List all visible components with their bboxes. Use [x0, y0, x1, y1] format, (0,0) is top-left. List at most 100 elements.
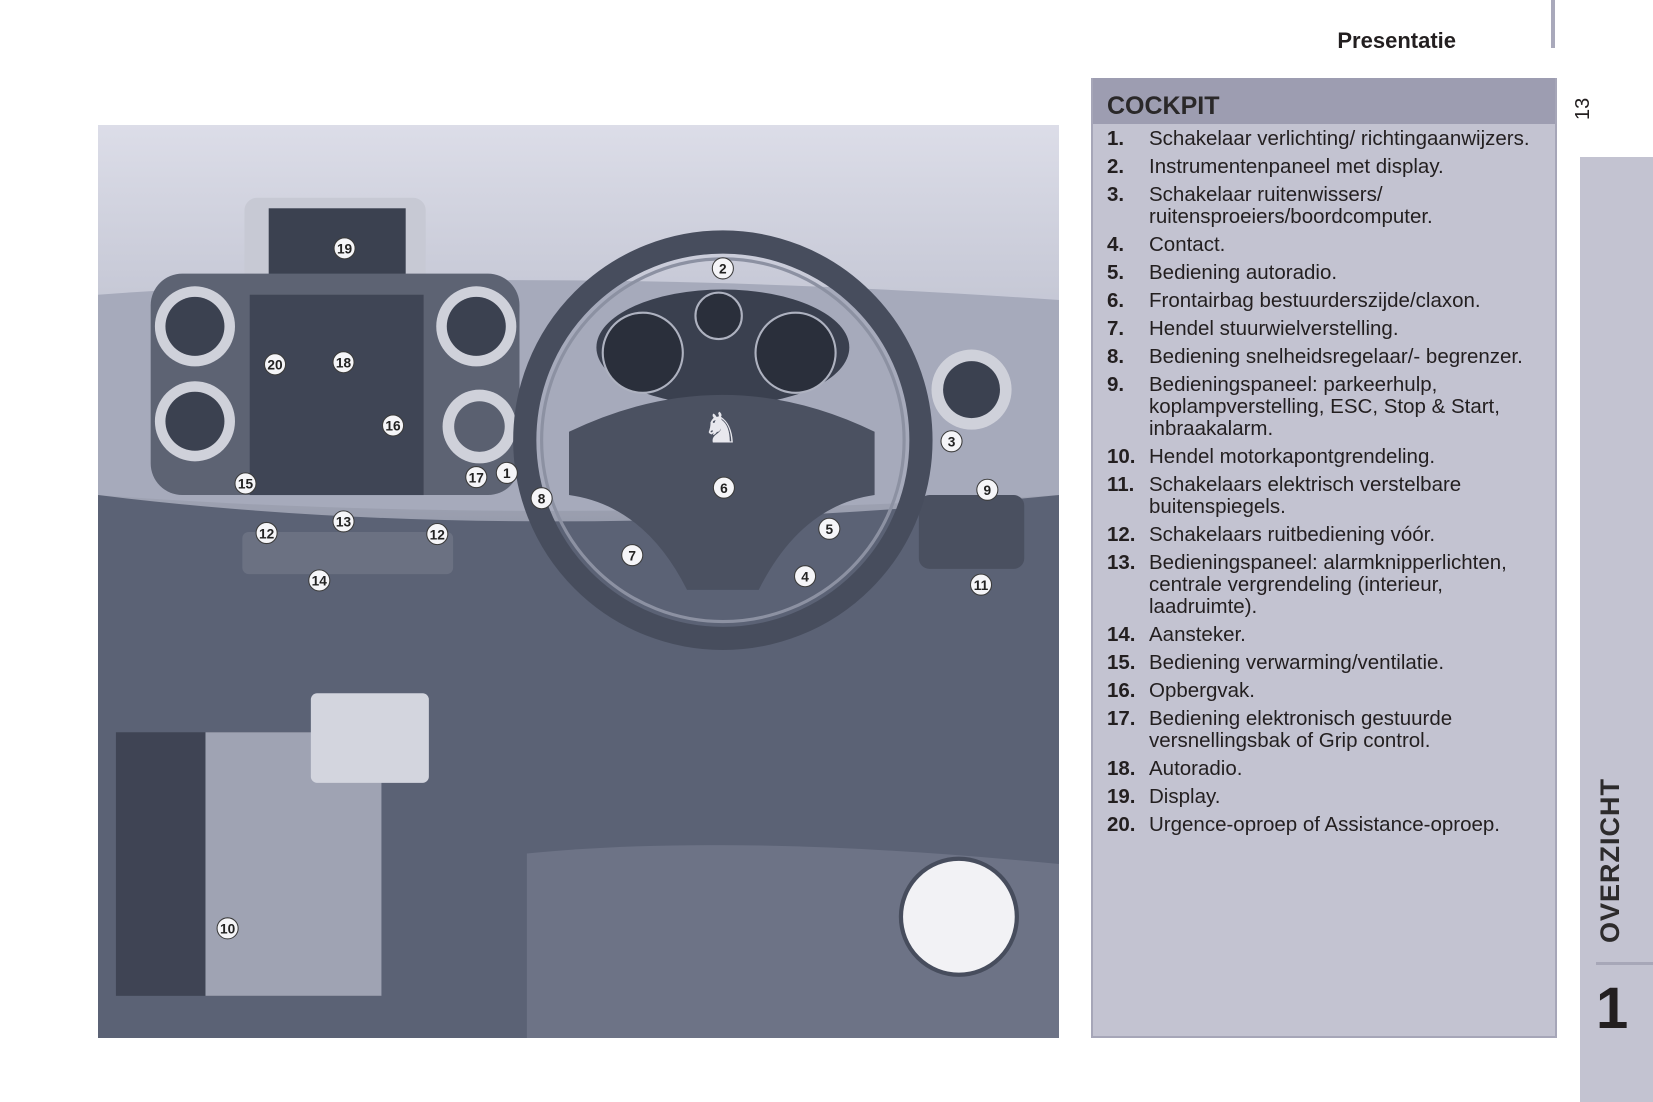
legend-item: 10. Hendel motorkapontgrendeling.	[1107, 446, 1545, 468]
svg-text:18: 18	[336, 355, 352, 370]
page-number-text: 13	[1572, 97, 1594, 120]
svg-text:20: 20	[267, 358, 283, 373]
callout-6: 6	[712, 476, 735, 499]
legend-item: 8. Bediening snelheidsregelaar/- begrenze…	[1107, 346, 1545, 368]
legend-number: 11.	[1107, 473, 1135, 496]
callout-12-left: 12	[255, 521, 278, 545]
legend-number: 14.	[1107, 623, 1136, 646]
legend-text: Aansteker.	[1149, 623, 1246, 646]
cockpit-illustration: ♞ 19 2 20 18 16 3 1 17 15 6 9 8 13 5 12 …	[98, 125, 1059, 1038]
callout-14: 14	[308, 569, 331, 592]
legend-text: Bediening snelheidsregelaar/- begrenzer.	[1149, 345, 1523, 368]
callout-11: 11	[969, 573, 993, 596]
callout-17: 17	[465, 466, 488, 489]
legend-text: Hendel stuurwielverstelling.	[1149, 317, 1399, 340]
legend-item: 4. Contact.	[1107, 234, 1545, 256]
legend-item: 3. Schakelaar ruitenwissers/ ruitensproei…	[1107, 184, 1545, 228]
callout-18: 18	[332, 351, 355, 374]
callout-16: 16	[381, 414, 405, 437]
legend-list: 1.Schakelaar verlichting/ richtingaanwij…	[1093, 128, 1555, 836]
legend-number: 20.	[1107, 813, 1136, 836]
legend-text: Autoradio.	[1149, 757, 1243, 780]
legend-text: Urgence-oproep of Assistance-oproep.	[1149, 813, 1500, 836]
svg-text:6: 6	[720, 481, 728, 496]
legend-number: 10.	[1107, 445, 1136, 468]
legend-text: Schakelaars elektrisch verstelbare buite…	[1149, 473, 1462, 518]
legend-number: 3.	[1107, 183, 1125, 206]
callout-13: 13	[332, 510, 355, 533]
legend-number: 18.	[1107, 757, 1136, 780]
legend-number: 9.	[1107, 373, 1125, 396]
svg-text:16: 16	[385, 419, 401, 434]
svg-text:1: 1	[503, 466, 511, 481]
legend-text: Bedieningspaneel: alarmknipperlichten, c…	[1149, 551, 1507, 618]
legend-item: 6. Frontairbag bestuurderszijde/claxon.	[1107, 290, 1545, 312]
callout-2: 2	[711, 257, 734, 280]
legend-number: 5.	[1107, 261, 1125, 284]
svg-text:14: 14	[312, 574, 328, 589]
legend-number: 16.	[1107, 679, 1136, 702]
svg-text:12: 12	[259, 526, 275, 541]
cockpit-legend-panel: COCKPIT 1.Schakelaar verlichting/ richti…	[1091, 78, 1557, 1038]
svg-text:15: 15	[238, 477, 254, 492]
callout-1: 1	[495, 461, 518, 484]
legend-number: 7.	[1107, 317, 1125, 340]
legend-number: 15.	[1107, 651, 1136, 674]
svg-text:19: 19	[337, 242, 353, 257]
legend-text: Opbergvak.	[1149, 679, 1255, 702]
legend-text: Contact.	[1149, 233, 1226, 256]
callout-markers: 19 2 20 18 16 3 1 17 15 6 9 8 13 5 12 12…	[216, 237, 999, 940]
legend-number: 4.	[1107, 233, 1125, 256]
legend-text: Schakelaar verlichting/ richtingaanwijze…	[1149, 127, 1530, 150]
legend-number: 6.	[1107, 289, 1125, 312]
legend-item: 9.Bedieningspaneel: parkeerhulp, koplamp…	[1107, 374, 1545, 440]
legend-item: 14. Aansteker.	[1107, 624, 1545, 646]
svg-text:13: 13	[336, 515, 352, 530]
legend-text: Bediening elektronisch gestuurde versnel…	[1149, 707, 1453, 752]
legend-item: 11. Schakelaars elektrisch verstelbare bu…	[1107, 474, 1545, 518]
svg-text:8: 8	[538, 491, 546, 506]
svg-text:3: 3	[948, 435, 956, 450]
legend-item: 20. Urgence-oproep of Assistance-oproep.	[1107, 814, 1545, 836]
chapter-number: 1	[1596, 976, 1629, 1041]
legend-item: 7. Hendel stuurwielverstelling.	[1107, 318, 1545, 340]
legend-item: 19.Display.	[1107, 786, 1545, 808]
callout-12-right: 12	[426, 522, 449, 546]
section-title: Presentatie	[1337, 28, 1456, 53]
legend-item: 5.Bediening autoradio.	[1107, 262, 1545, 284]
svg-text:♞: ♞	[702, 403, 740, 452]
svg-text:12: 12	[430, 527, 446, 542]
panel-title: COCKPIT	[1093, 78, 1555, 124]
legend-text: Schakelaars ruitbediening vóór.	[1149, 523, 1436, 546]
callout-20: 20	[263, 353, 287, 376]
svg-text:2: 2	[719, 262, 727, 277]
legend-item: 1.Schakelaar verlichting/ richtingaanwij…	[1107, 128, 1545, 150]
callout-10: 10	[216, 917, 239, 940]
legend-item: 15. Bediening verwarming/ventilatie.	[1107, 652, 1545, 674]
svg-text:4: 4	[801, 569, 809, 584]
callout-4: 4	[793, 565, 817, 588]
svg-text:11: 11	[974, 578, 989, 593]
svg-text:10: 10	[220, 922, 236, 937]
legend-text: Instrumentenpaneel met display.	[1149, 155, 1444, 178]
callout-7: 7	[621, 544, 644, 567]
callout-19: 19	[333, 237, 356, 260]
page-number: 13	[1572, 98, 1595, 120]
callout-15: 15	[234, 472, 257, 495]
legend-number: 8.	[1107, 345, 1125, 368]
legend-number: 2.	[1107, 155, 1125, 178]
legend-text: Bediening verwarming/ventilatie.	[1149, 651, 1445, 674]
chapter-name: OVERZICHT	[1595, 777, 1625, 943]
legend-number: 17.	[1107, 707, 1136, 730]
legend-number: 19.	[1107, 785, 1136, 808]
legend-item: 2. Instrumentenpaneel met display.	[1107, 156, 1545, 178]
svg-text:7: 7	[628, 548, 636, 563]
legend-text: Schakelaar ruitenwissers/ ruitensproeier…	[1149, 183, 1433, 228]
svg-text:5: 5	[825, 522, 833, 537]
legend-text: Hendel motorkapontgrendeling.	[1149, 445, 1436, 468]
legend-item: 17. Bediening elektronisch gestuurde vers…	[1107, 708, 1545, 752]
callout-3: 3	[940, 430, 963, 453]
callout-5: 5	[818, 517, 841, 540]
legend-number: 13.	[1107, 551, 1136, 574]
legend-text: Frontairbag bestuurderszijde/claxon.	[1149, 289, 1481, 312]
